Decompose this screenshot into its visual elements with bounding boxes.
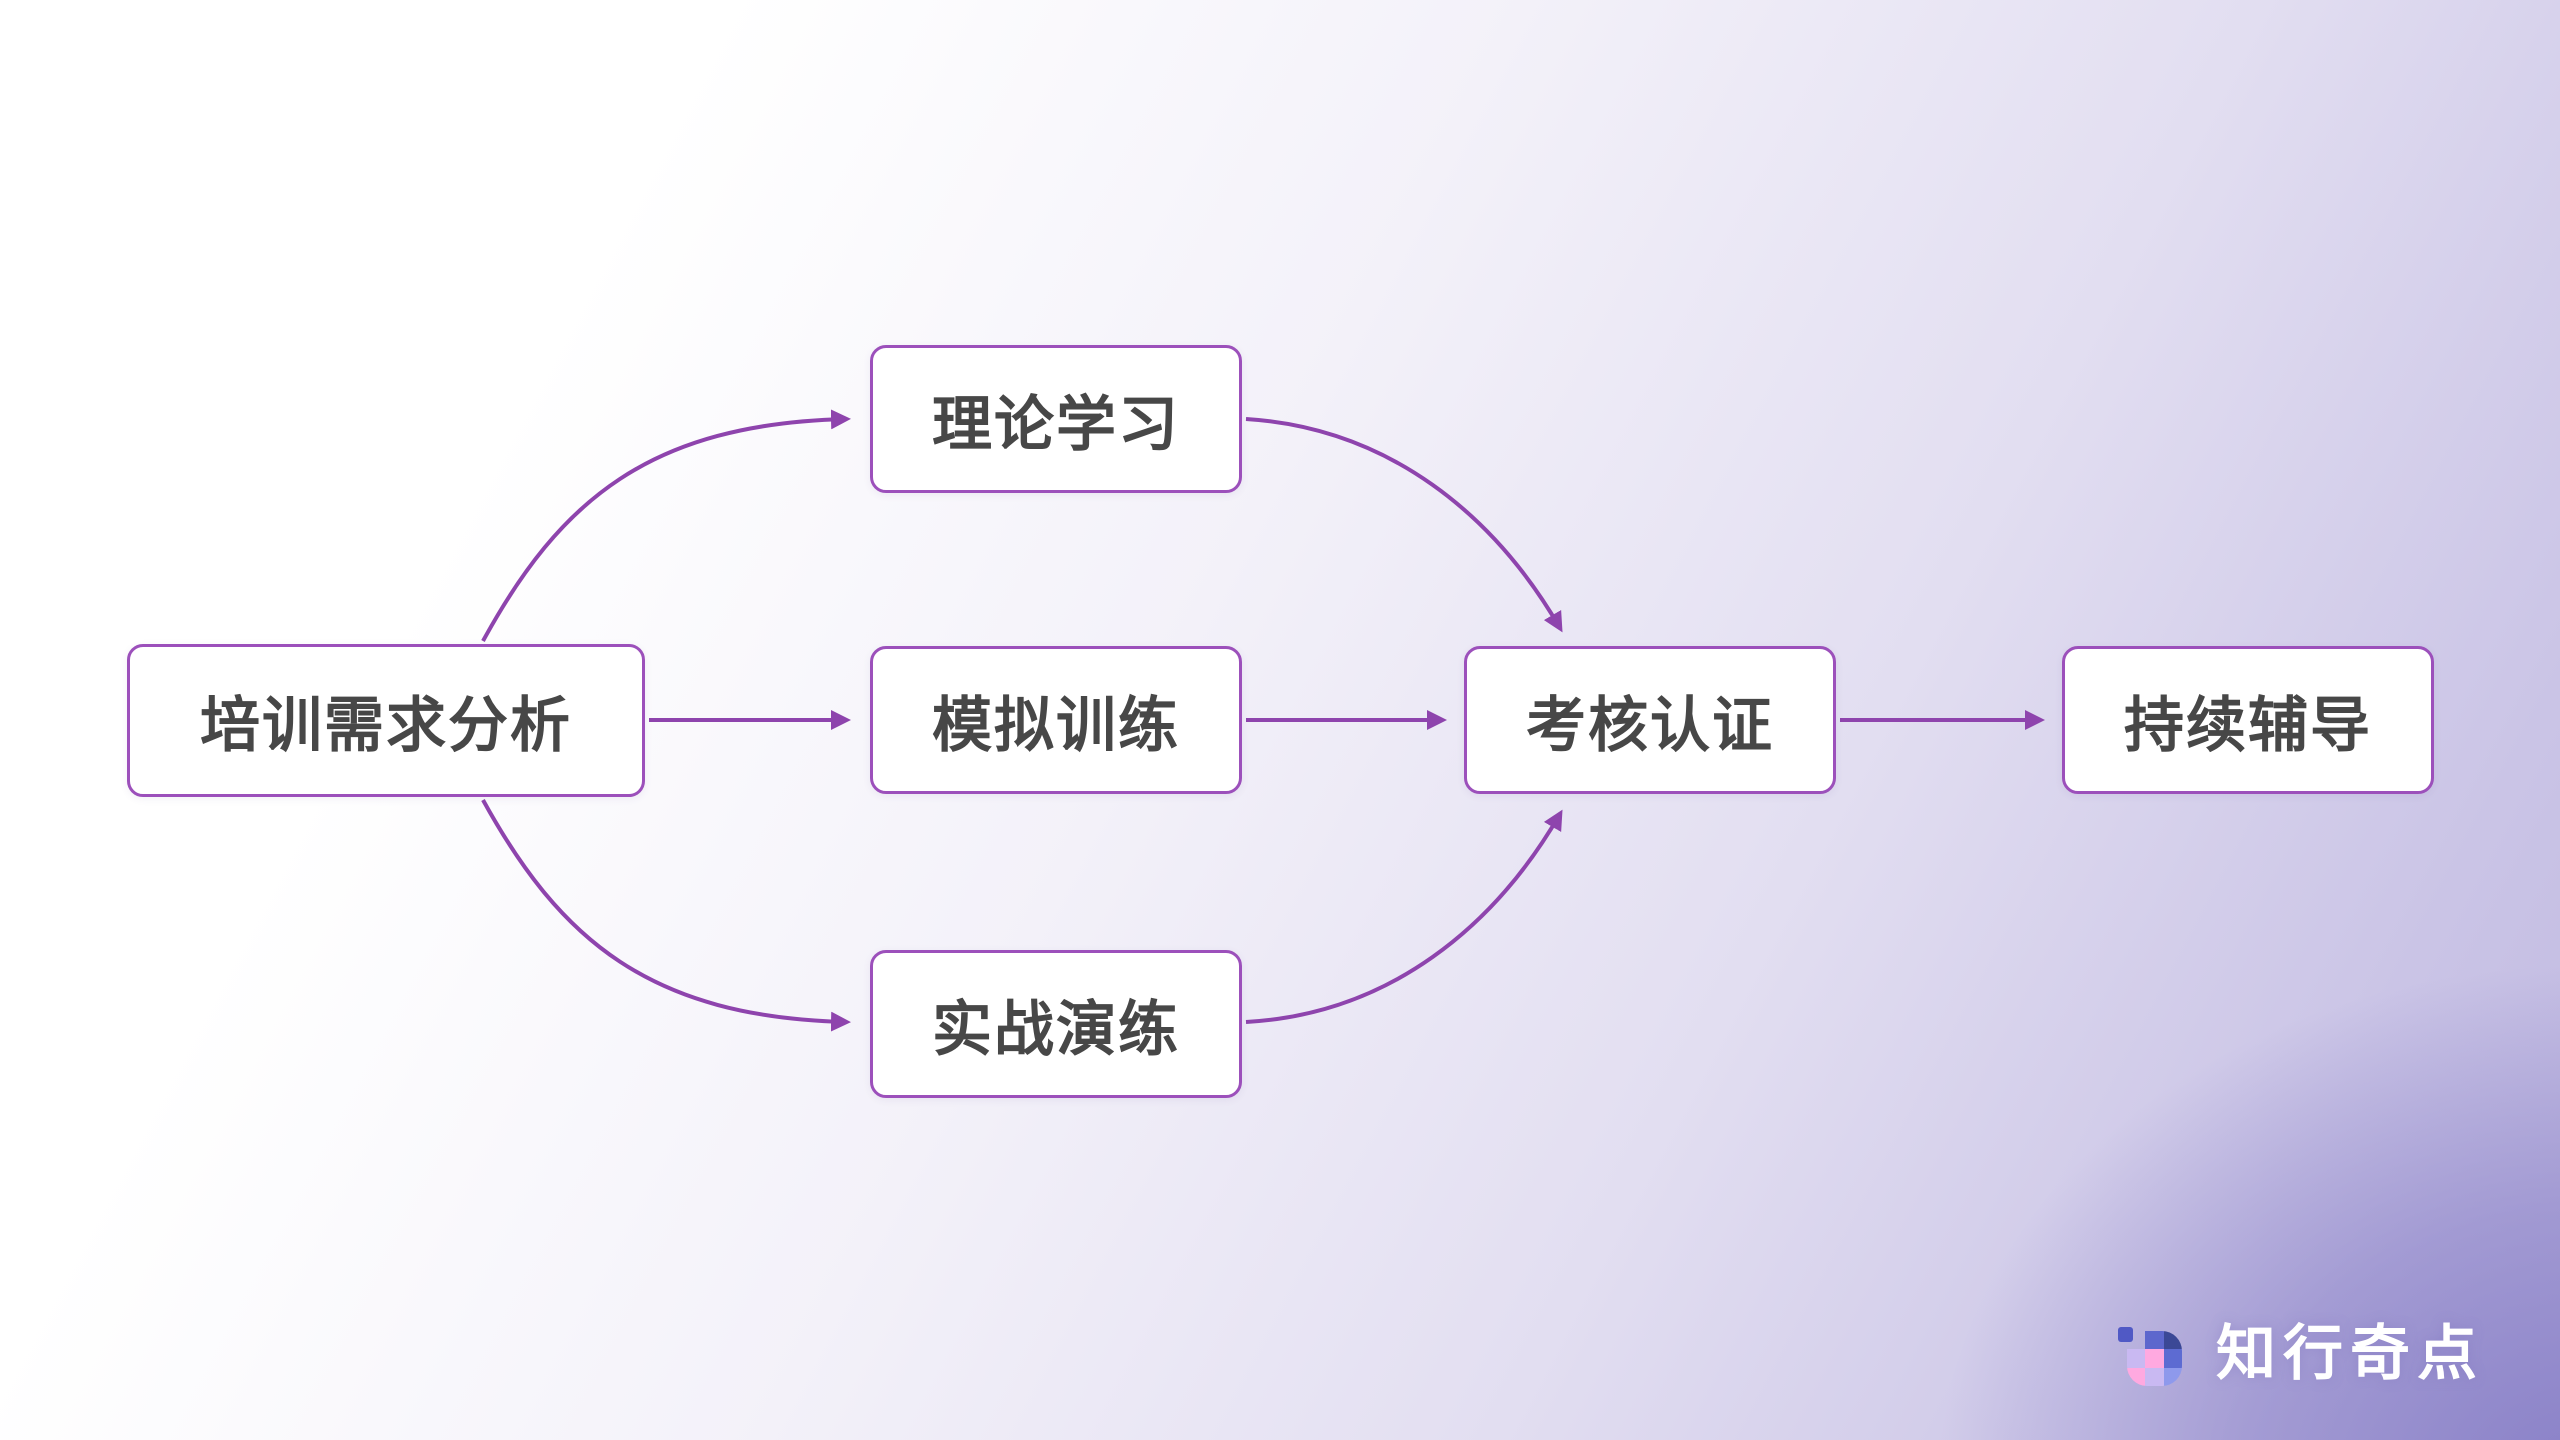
node-simulation-training: 模拟训练 [870,646,1242,794]
logo-chip-square [2118,1327,2133,1342]
edge-needs-to-practical [481,799,851,1032]
logo-pixel-grid [2127,1331,2182,1386]
brand-logo: 知行奇点 [2118,1322,2484,1386]
node-assessment-certification: 考核认证 [1464,646,1836,794]
brand-logo-text: 知行奇点 [2216,1319,2484,1389]
node-training-needs-analysis: 培训需求分析 [127,644,645,797]
edge-practical-to-assessment [1245,809,1563,1024]
node-theory-learning: 理论学习 [870,345,1242,493]
edge-theory-to-assessment [1245,417,1563,633]
node-continuous-coaching: 持续辅导 [2062,646,2434,794]
edge-needs-to-theory [481,409,851,642]
node-practical-drill: 实战演练 [870,950,1242,1098]
brand-logo-icon [2118,1322,2182,1386]
